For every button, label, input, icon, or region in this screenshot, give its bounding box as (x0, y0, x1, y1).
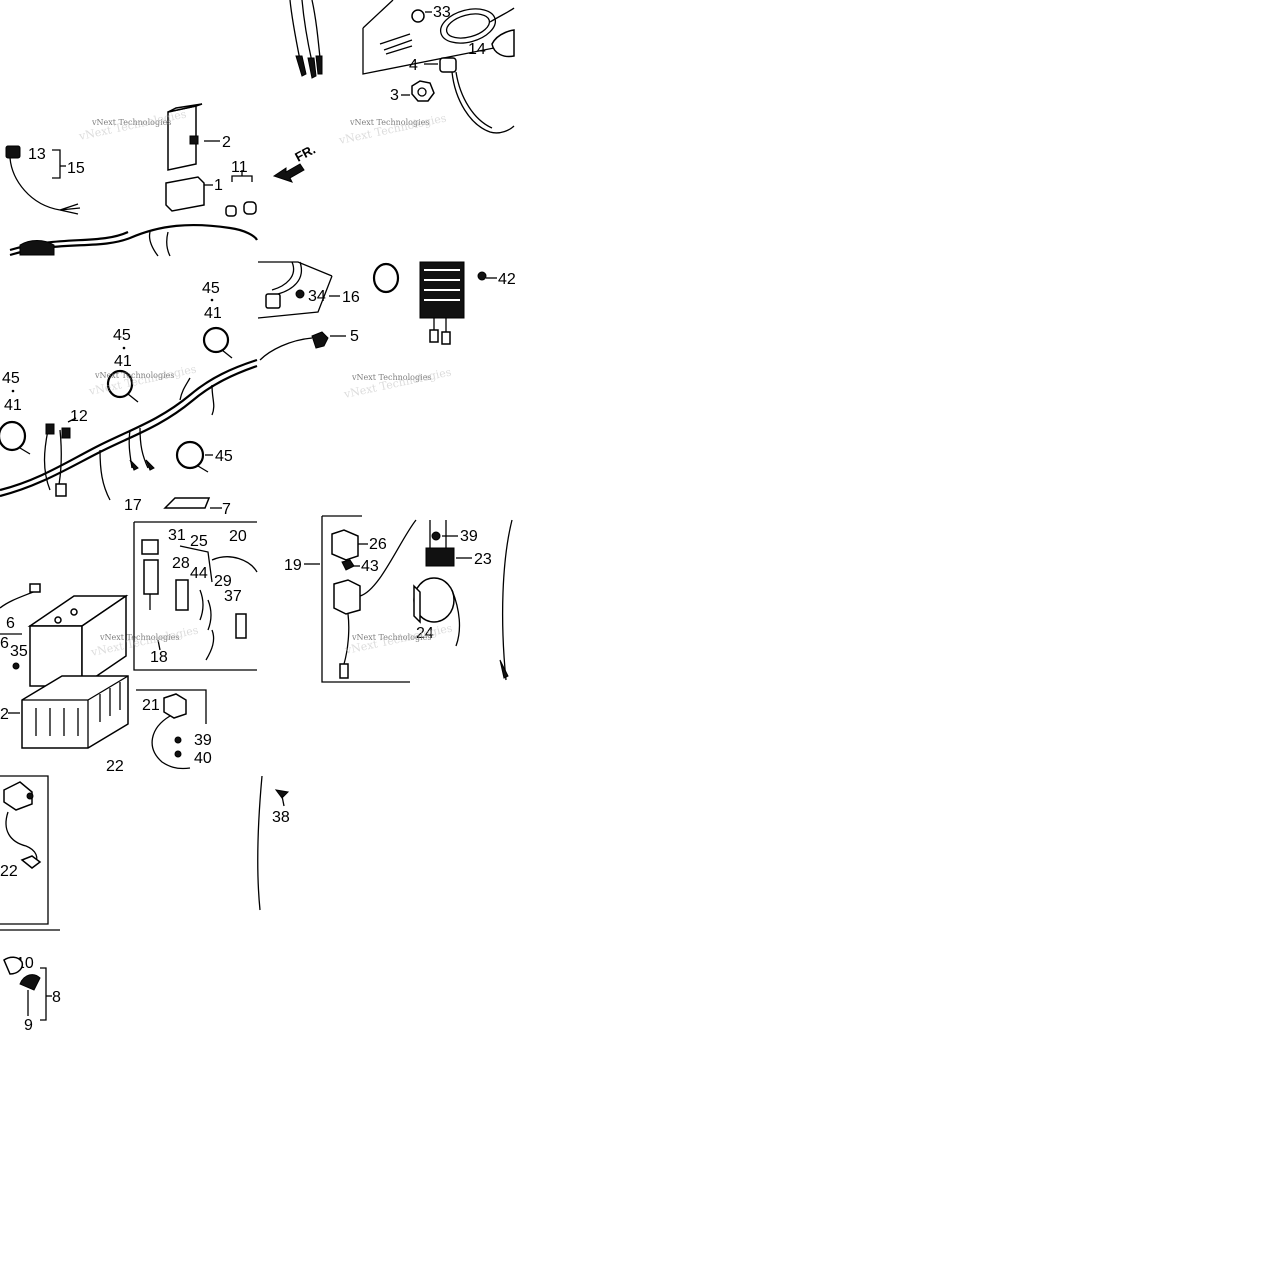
main-harness (9, 223, 258, 257)
callout-2: 2 (222, 134, 231, 151)
callout-45-a: 45 (202, 280, 220, 297)
callout-38: 38 (272, 809, 290, 826)
part-4-switch (439, 57, 457, 73)
part-26 (331, 529, 359, 561)
callout-22-a: 22 (106, 758, 124, 775)
battery-case (21, 675, 129, 749)
main-harness-lower (0, 358, 258, 492)
watermark-d: vNext Technologies (351, 373, 431, 382)
callout-26: 26 (369, 536, 387, 553)
part-31 (141, 539, 159, 555)
front-direction-arrow (272, 163, 305, 183)
callout-6: 6 (6, 615, 15, 632)
callout-45-d: 45 (215, 448, 233, 465)
callout-6-b: 6 (0, 635, 9, 652)
callout-23: 23 (474, 551, 492, 568)
callout-31: 31 (168, 527, 186, 544)
callout-17: 17 (124, 497, 142, 514)
svg-text:vNext Technologies: vNext Technologies (87, 362, 198, 398)
callout-11: 11 (231, 159, 248, 176)
callout-8: 8 (52, 989, 61, 1006)
callout-14: 14 (468, 41, 486, 58)
watermark-e: vNext Technologies (99, 633, 179, 642)
callout-9: 9 (24, 1017, 33, 1034)
watermark-f: vNext Technologies (351, 633, 431, 642)
callout-21: 21 (142, 697, 160, 714)
tile-harness-left: 13 15 2 1 11 vNext Technologies vNext Te… (5, 103, 258, 257)
callout-24: 24 (416, 625, 434, 642)
callout-39-a: 39 (194, 732, 212, 749)
callout-39-b: 39 (460, 528, 478, 545)
bolt-38 (274, 789, 290, 799)
callout-19: 19 (284, 557, 302, 574)
tile-bolt: 38 (257, 775, 290, 911)
callout-20: 20 (229, 528, 247, 545)
tile-switch-box: 22 10 8 9 (0, 775, 61, 1034)
callout-42: 42 (498, 271, 516, 288)
direction-marker: FR. (292, 142, 318, 165)
svg-text:vNext Technologies: vNext Technologies (337, 111, 448, 147)
callout-15: 15 (67, 160, 85, 177)
tile-starter: 19 26 43 39 23 24 vNext Technologies vNe… (284, 515, 513, 683)
callout-4: 4 (409, 57, 418, 74)
callout-34: 34 (308, 288, 326, 305)
connector-13 (5, 145, 21, 159)
callout-41-b: 41 (114, 353, 132, 370)
svg-text:vNext Technologies: vNext Technologies (342, 365, 453, 401)
callout-2-b: 2 (0, 706, 9, 723)
tile-harness-clamps: 45 41 45 41 45 41 45 12 17 (0, 280, 258, 518)
callout-45-b: 45 (113, 327, 131, 344)
tile-battery: 6 6 35 2 31 28 25 44 29 37 20 (0, 521, 258, 775)
callout-1: 1 (214, 177, 223, 194)
callout-25: 25 (190, 533, 208, 550)
callout-22-b: 22 (0, 863, 18, 880)
callout-12: 12 (70, 408, 88, 425)
part-5-cap (311, 331, 329, 349)
callout-43: 43 (361, 558, 379, 575)
callout-7: 7 (222, 501, 231, 518)
callout-45-c: 45 (2, 370, 20, 387)
watermark-c: vNext Technologies (94, 371, 174, 380)
starter-solenoid (425, 547, 455, 567)
callout-3: 3 (390, 87, 399, 104)
callout-5: 5 (350, 328, 359, 345)
watermark-b: vNext Technologies (349, 118, 429, 127)
callout-29: 29 (214, 573, 232, 590)
part-3-nut (411, 80, 435, 102)
tile-harness-right: 33 14 4 3 FR. vNext Technologies vNext T… (272, 0, 515, 183)
callout-28: 28 (172, 555, 190, 572)
callout-35: 35 (10, 643, 28, 660)
callout-33: 33 (433, 4, 451, 21)
callout-18: 18 (150, 649, 168, 666)
callout-40: 40 (194, 750, 212, 767)
callout-37: 37 (224, 588, 242, 605)
part-1-relay (165, 176, 205, 212)
callout-44: 44 (190, 565, 208, 582)
part-21 (163, 693, 187, 719)
callout-16: 16 (342, 289, 360, 306)
tile-regulator: 34 16 42 5 vNext Technologies vNext Tech… (257, 261, 516, 401)
watermark-a: vNext Technologies (91, 118, 171, 127)
bracket-13-15 (52, 149, 61, 179)
part-switch (3, 781, 33, 811)
callout-13: 13 (28, 146, 46, 163)
callout-41-c: 41 (4, 397, 22, 414)
callout-41-a: 41 (204, 305, 222, 322)
